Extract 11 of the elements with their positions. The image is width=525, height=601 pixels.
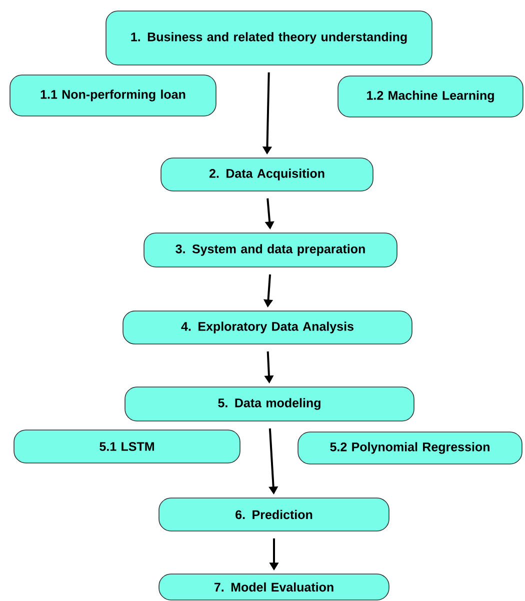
process-box: 1.1 Non-performing loan (10, 74, 216, 116)
process-box: 5.1 LSTM (14, 430, 240, 464)
process-box: 5. Data modeling (124, 386, 414, 422)
process-box: 3. System and data preparation (144, 232, 398, 268)
process-box: 7. Model Evaluation (158, 574, 390, 600)
process-box: 2. Data Acquisition (160, 158, 374, 192)
process-box: 1.2 Machine Learning (338, 76, 524, 118)
process-box: 5.2 Polynomial Regression (298, 432, 522, 464)
process-box: 6. Prediction (158, 498, 390, 532)
process-box: 1. Business and related theory understanding (106, 10, 432, 66)
process-box: 4. Exploratory Data Analysis (122, 310, 412, 344)
